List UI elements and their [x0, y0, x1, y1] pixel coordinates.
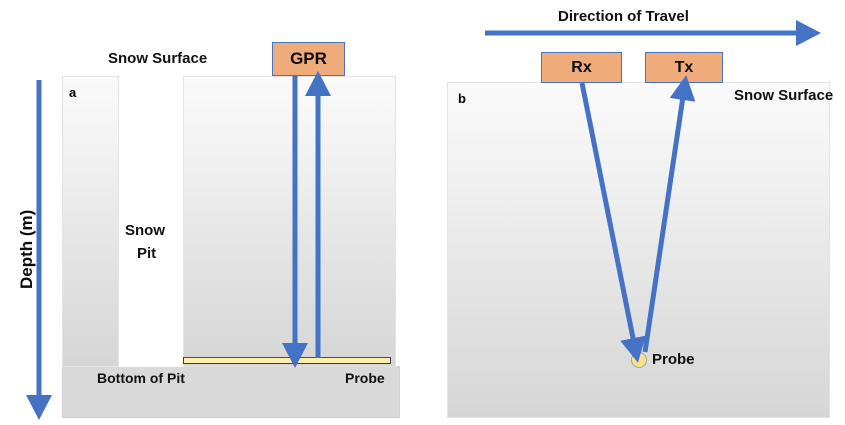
- probe-bar: [183, 357, 391, 364]
- panel-a-letter: a: [69, 85, 77, 100]
- panel-b-snow-surface-label: Snow Surface: [734, 87, 834, 104]
- depth-axis-label: Depth (m): [17, 209, 36, 289]
- snow-pit-void: [119, 76, 183, 367]
- probe-dot: [631, 352, 647, 368]
- snow-pit-label-line1: Snow: [125, 222, 165, 239]
- tx-device-box[interactable]: Tx: [645, 52, 723, 83]
- gpr-device-box[interactable]: GPR: [272, 42, 345, 76]
- snow-pit-label-line2: Pit: [137, 245, 157, 262]
- panel-a-snow-left-column: [62, 76, 119, 367]
- panel-a-snow-right-block: [183, 76, 396, 367]
- panel-b-letter: b: [458, 91, 466, 106]
- panel-b: b Direction of Travel Snow Surface Probe…: [425, 0, 845, 425]
- panel-a-probe-label: Probe: [345, 370, 385, 386]
- rx-device-box[interactable]: Rx: [541, 52, 622, 83]
- panel-b-probe-label: Probe: [652, 351, 695, 368]
- direction-of-travel-label: Direction of Travel: [558, 8, 689, 25]
- panel-a-snow-surface-label: Snow Surface: [108, 50, 208, 67]
- panel-a: a Snow Surface Snow Pit Bottom of Pit Pr…: [0, 0, 420, 425]
- bottom-of-pit-label: Bottom of Pit: [97, 370, 185, 386]
